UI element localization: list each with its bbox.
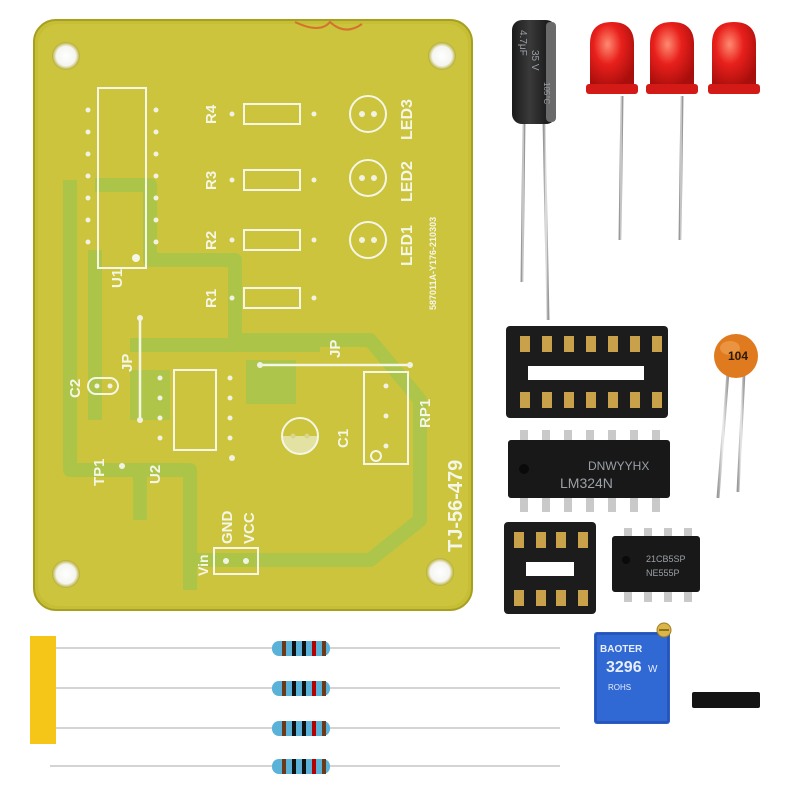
c2-label: C2 — [67, 379, 84, 398]
pcb-board: U1 R4 R3 R2 R1 LED3 LED2 LED1 587011A-Y1… — [33, 19, 473, 611]
led1-label: LED1 — [399, 225, 416, 266]
board-title: TJ-56-479 — [445, 460, 467, 552]
ground-pad — [246, 360, 296, 404]
c2-footprint — [87, 377, 119, 395]
tp1-pad — [119, 463, 125, 469]
u1-footprint — [97, 87, 147, 269]
cap-marking-2: 35 V — [529, 50, 540, 71]
pot-brand: BAOTER — [600, 644, 643, 655]
ic-socket-8pin — [504, 522, 596, 614]
vin-footprint — [213, 547, 259, 575]
vin-label: Vin — [195, 554, 211, 576]
copper-traces — [63, 178, 427, 590]
electrolytic-capacitor: 4.7μF 35 V 105°C — [512, 20, 556, 321]
resistor-pads — [229, 111, 317, 301]
ic-socket-14pin — [506, 326, 668, 418]
u2-pads — [157, 375, 233, 441]
c1-footprint — [281, 417, 319, 455]
lm324-marking-2: DNWYYHX — [588, 459, 649, 473]
resistor-footprints — [243, 103, 301, 309]
resistor-2 — [56, 681, 560, 696]
r2-label: R2 — [203, 231, 220, 250]
vcc-label: VCC — [241, 512, 258, 544]
rp1-footprint — [363, 371, 409, 465]
pot-model: 3296 — [606, 659, 642, 676]
mounting-hole — [426, 558, 454, 586]
yellow-tape — [30, 636, 56, 744]
ground-pad — [130, 370, 170, 420]
lm324-marking-1: LM324N — [560, 475, 613, 491]
cap-marking-1: 4.7μF — [517, 30, 528, 56]
gnd-label: GND — [219, 511, 236, 545]
pen-mark — [294, 20, 363, 31]
cap-marking-3: 105°C — [542, 82, 551, 105]
resistor-3 — [56, 721, 560, 736]
ne555-chip: 21CB5SP NE555P — [612, 528, 700, 602]
led3-label: LED3 — [399, 99, 416, 140]
ceramic-marking: 104 — [728, 349, 748, 363]
u1-label: U1 — [109, 269, 126, 288]
led2-label: LED2 — [399, 161, 416, 202]
red-led-3 — [708, 22, 760, 254]
lm324-chip: DNWYYHX LM324N — [508, 430, 670, 512]
u2-label: U2 — [147, 465, 164, 484]
led-footprints — [349, 95, 387, 259]
c1-label: C1 — [335, 429, 352, 448]
pot-type: W — [648, 664, 658, 675]
resistor-1 — [56, 641, 560, 656]
ne555-marking-2: 21CB5SP — [646, 554, 686, 564]
mounting-hole — [52, 560, 80, 588]
r1-label: R1 — [203, 289, 220, 308]
r4-label: R4 — [203, 104, 220, 124]
trimmer-potentiometer: BAOTER 3296 W ROHS — [594, 622, 672, 772]
u2-footprint — [173, 369, 217, 451]
rp1-label: RP1 — [417, 399, 434, 428]
r3-label: R3 — [203, 171, 220, 190]
pot-rohs: ROHS — [608, 683, 631, 692]
mounting-hole — [428, 42, 456, 70]
board-code-label: 587011A-Y176-210303 — [428, 217, 438, 310]
jp-top-label: JP — [327, 340, 344, 358]
mounting-hole — [52, 42, 80, 70]
red-led-2 — [646, 22, 698, 254]
ceramic-capacitor: 104 — [714, 334, 758, 499]
red-led-1 — [586, 22, 638, 254]
jp-left-label: JP — [119, 354, 136, 372]
ne555-marking-1: NE555P — [646, 568, 680, 578]
tp1-label: TP1 — [91, 458, 108, 486]
resistor-4 — [50, 759, 560, 774]
led-pads — [359, 111, 377, 243]
u1-pads — [85, 107, 159, 245]
pin-header — [692, 668, 760, 762]
